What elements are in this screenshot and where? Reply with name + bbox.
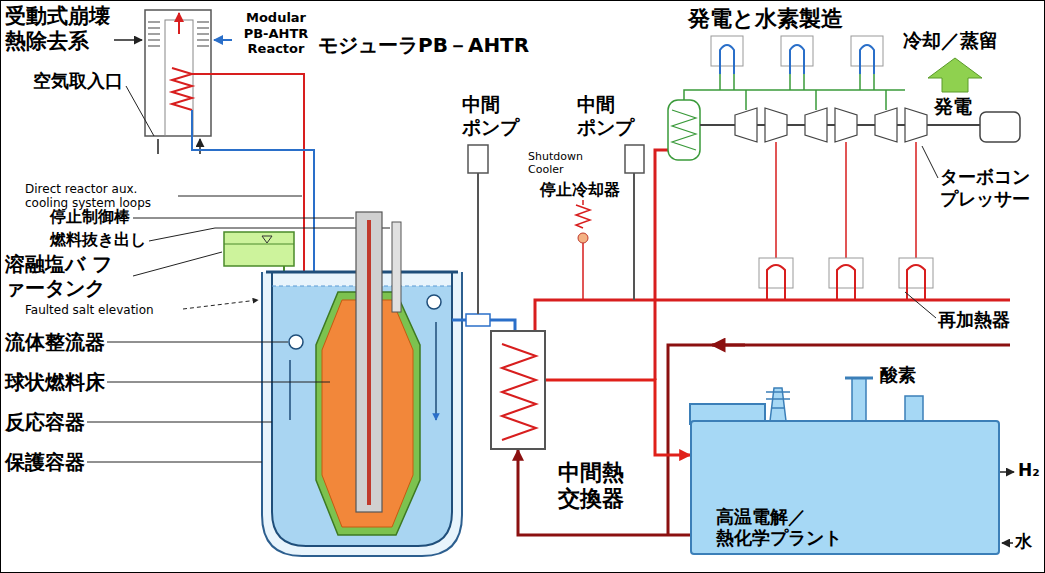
- part-label: Shutdown Cooler: [528, 150, 590, 176]
- note: Direct reactor aux. cooling system loops: [25, 182, 175, 211]
- leader-line: [922, 146, 938, 178]
- flow-connector: [546, 380, 690, 455]
- hydrogen-plant: 高温電解／熱化学プラント: [690, 420, 1000, 555]
- generator: [980, 112, 1020, 142]
- product-arrow: [1000, 471, 1014, 473]
- stack-cap: [845, 377, 873, 380]
- leader-line: [905, 292, 936, 318]
- part-label: 発電: [934, 95, 972, 118]
- part-label: 中間 ポンプ: [577, 93, 639, 139]
- coil-symbol: [492, 332, 544, 448]
- compressor: [735, 108, 757, 142]
- cooler: [781, 36, 813, 66]
- product-label: H₂: [1018, 460, 1040, 480]
- part-label: 反応容器: [5, 410, 85, 434]
- part-label: 空気取入口: [33, 70, 123, 92]
- leader-line: [126, 86, 154, 136]
- note: Faulted salt elevation: [25, 303, 154, 317]
- pump-shaft: [633, 173, 635, 300]
- chimney-coil: [172, 68, 192, 110]
- compressor: [875, 108, 897, 142]
- air-inlet-arrow: [158, 139, 200, 154]
- hot-pipe: [655, 150, 668, 380]
- gas-pipe: [684, 74, 905, 110]
- part-label: 停止制御棒: [50, 207, 130, 226]
- node-text: 中間熱 交換器: [558, 460, 628, 513]
- part-label: 再加熱器: [938, 309, 1010, 331]
- feed-arrow: [1002, 542, 1013, 544]
- flow-connector: [518, 450, 690, 535]
- part-label: 冷却／蒸留: [903, 29, 998, 52]
- reheat-pipe: [776, 142, 916, 258]
- part-label: 中間 ポンプ: [462, 93, 524, 139]
- cooler: [711, 36, 743, 66]
- recuperator: [668, 100, 700, 160]
- downcomer-arrow: [290, 322, 436, 420]
- recuperator-coil: [672, 110, 696, 150]
- part-label: 停止冷却器: [540, 180, 620, 199]
- pump-casing: [466, 314, 490, 326]
- control-rod-channel: [356, 212, 382, 512]
- reactor-title: Modular PB-AHTR Reactor: [238, 10, 314, 57]
- hot-loop-pipe: [192, 74, 304, 300]
- tower-crossbar: [766, 392, 790, 408]
- hot-leg-pipe: [535, 300, 1010, 330]
- liquid-surface: [224, 244, 294, 245]
- compressor: [805, 108, 827, 142]
- part-label: 球状燃料床: [5, 370, 105, 394]
- oxygen-stack: [852, 378, 866, 421]
- part-label: 保護容器: [5, 450, 85, 474]
- reheater-tube: [767, 265, 925, 300]
- leader-line: [178, 196, 302, 197]
- part-label: 燃料抜き出し: [50, 230, 146, 249]
- shutdown-cooler-coil: [576, 200, 590, 300]
- turbine: [905, 108, 927, 142]
- part-label: 流体整流器: [5, 330, 105, 354]
- part-label: 溶融塩バ ファータンク: [5, 252, 131, 300]
- plant-stack: [905, 396, 923, 421]
- heat-exchanger: 中間熱 交換器: [490, 330, 546, 450]
- turbine: [765, 108, 787, 142]
- part-label: ターボコン プレッサー: [940, 166, 1038, 209]
- flow-arrow: [712, 344, 745, 347]
- leader-line: [133, 252, 222, 276]
- power-output-arrow: [928, 58, 982, 92]
- leader-line: [133, 218, 354, 219]
- cooler-tube: [720, 45, 874, 74]
- leader-arrow: [114, 39, 142, 41]
- leader-line: [87, 342, 330, 462]
- plant-tower: [770, 388, 786, 421]
- valve-symbol: [578, 233, 588, 243]
- pump-motor: [625, 145, 644, 173]
- fluidic-diode: [427, 295, 441, 309]
- reheater: [829, 258, 863, 288]
- system-title: 受動式崩壊 熱除去系: [5, 4, 117, 54]
- fluidic-diode: [289, 335, 303, 349]
- reheater: [759, 258, 793, 288]
- pump-shaft: [477, 173, 479, 314]
- section-title: 発電と水素製造: [688, 6, 843, 32]
- reactor-title: モジューラPB－AHTR: [318, 33, 529, 57]
- control-rod: [367, 220, 371, 505]
- cooler: [851, 36, 883, 66]
- reheater: [899, 258, 933, 288]
- feed-label: 水: [1015, 531, 1032, 551]
- heat-exchanger-coil: [502, 344, 536, 440]
- buffer-tank: [224, 232, 294, 266]
- product-label: 酸素: [880, 364, 916, 386]
- pump-motor: [468, 145, 488, 173]
- defuel-pipe: [392, 222, 401, 312]
- leader-arrow: [183, 300, 258, 309]
- hot-air-arrow: [178, 13, 180, 34]
- turbine: [835, 108, 857, 142]
- level-symbol: [262, 236, 272, 243]
- node-text: 高温電解／熱化学プラント: [716, 506, 850, 549]
- cold-air-arrow: [214, 39, 232, 41]
- chimney-duct: [165, 20, 193, 136]
